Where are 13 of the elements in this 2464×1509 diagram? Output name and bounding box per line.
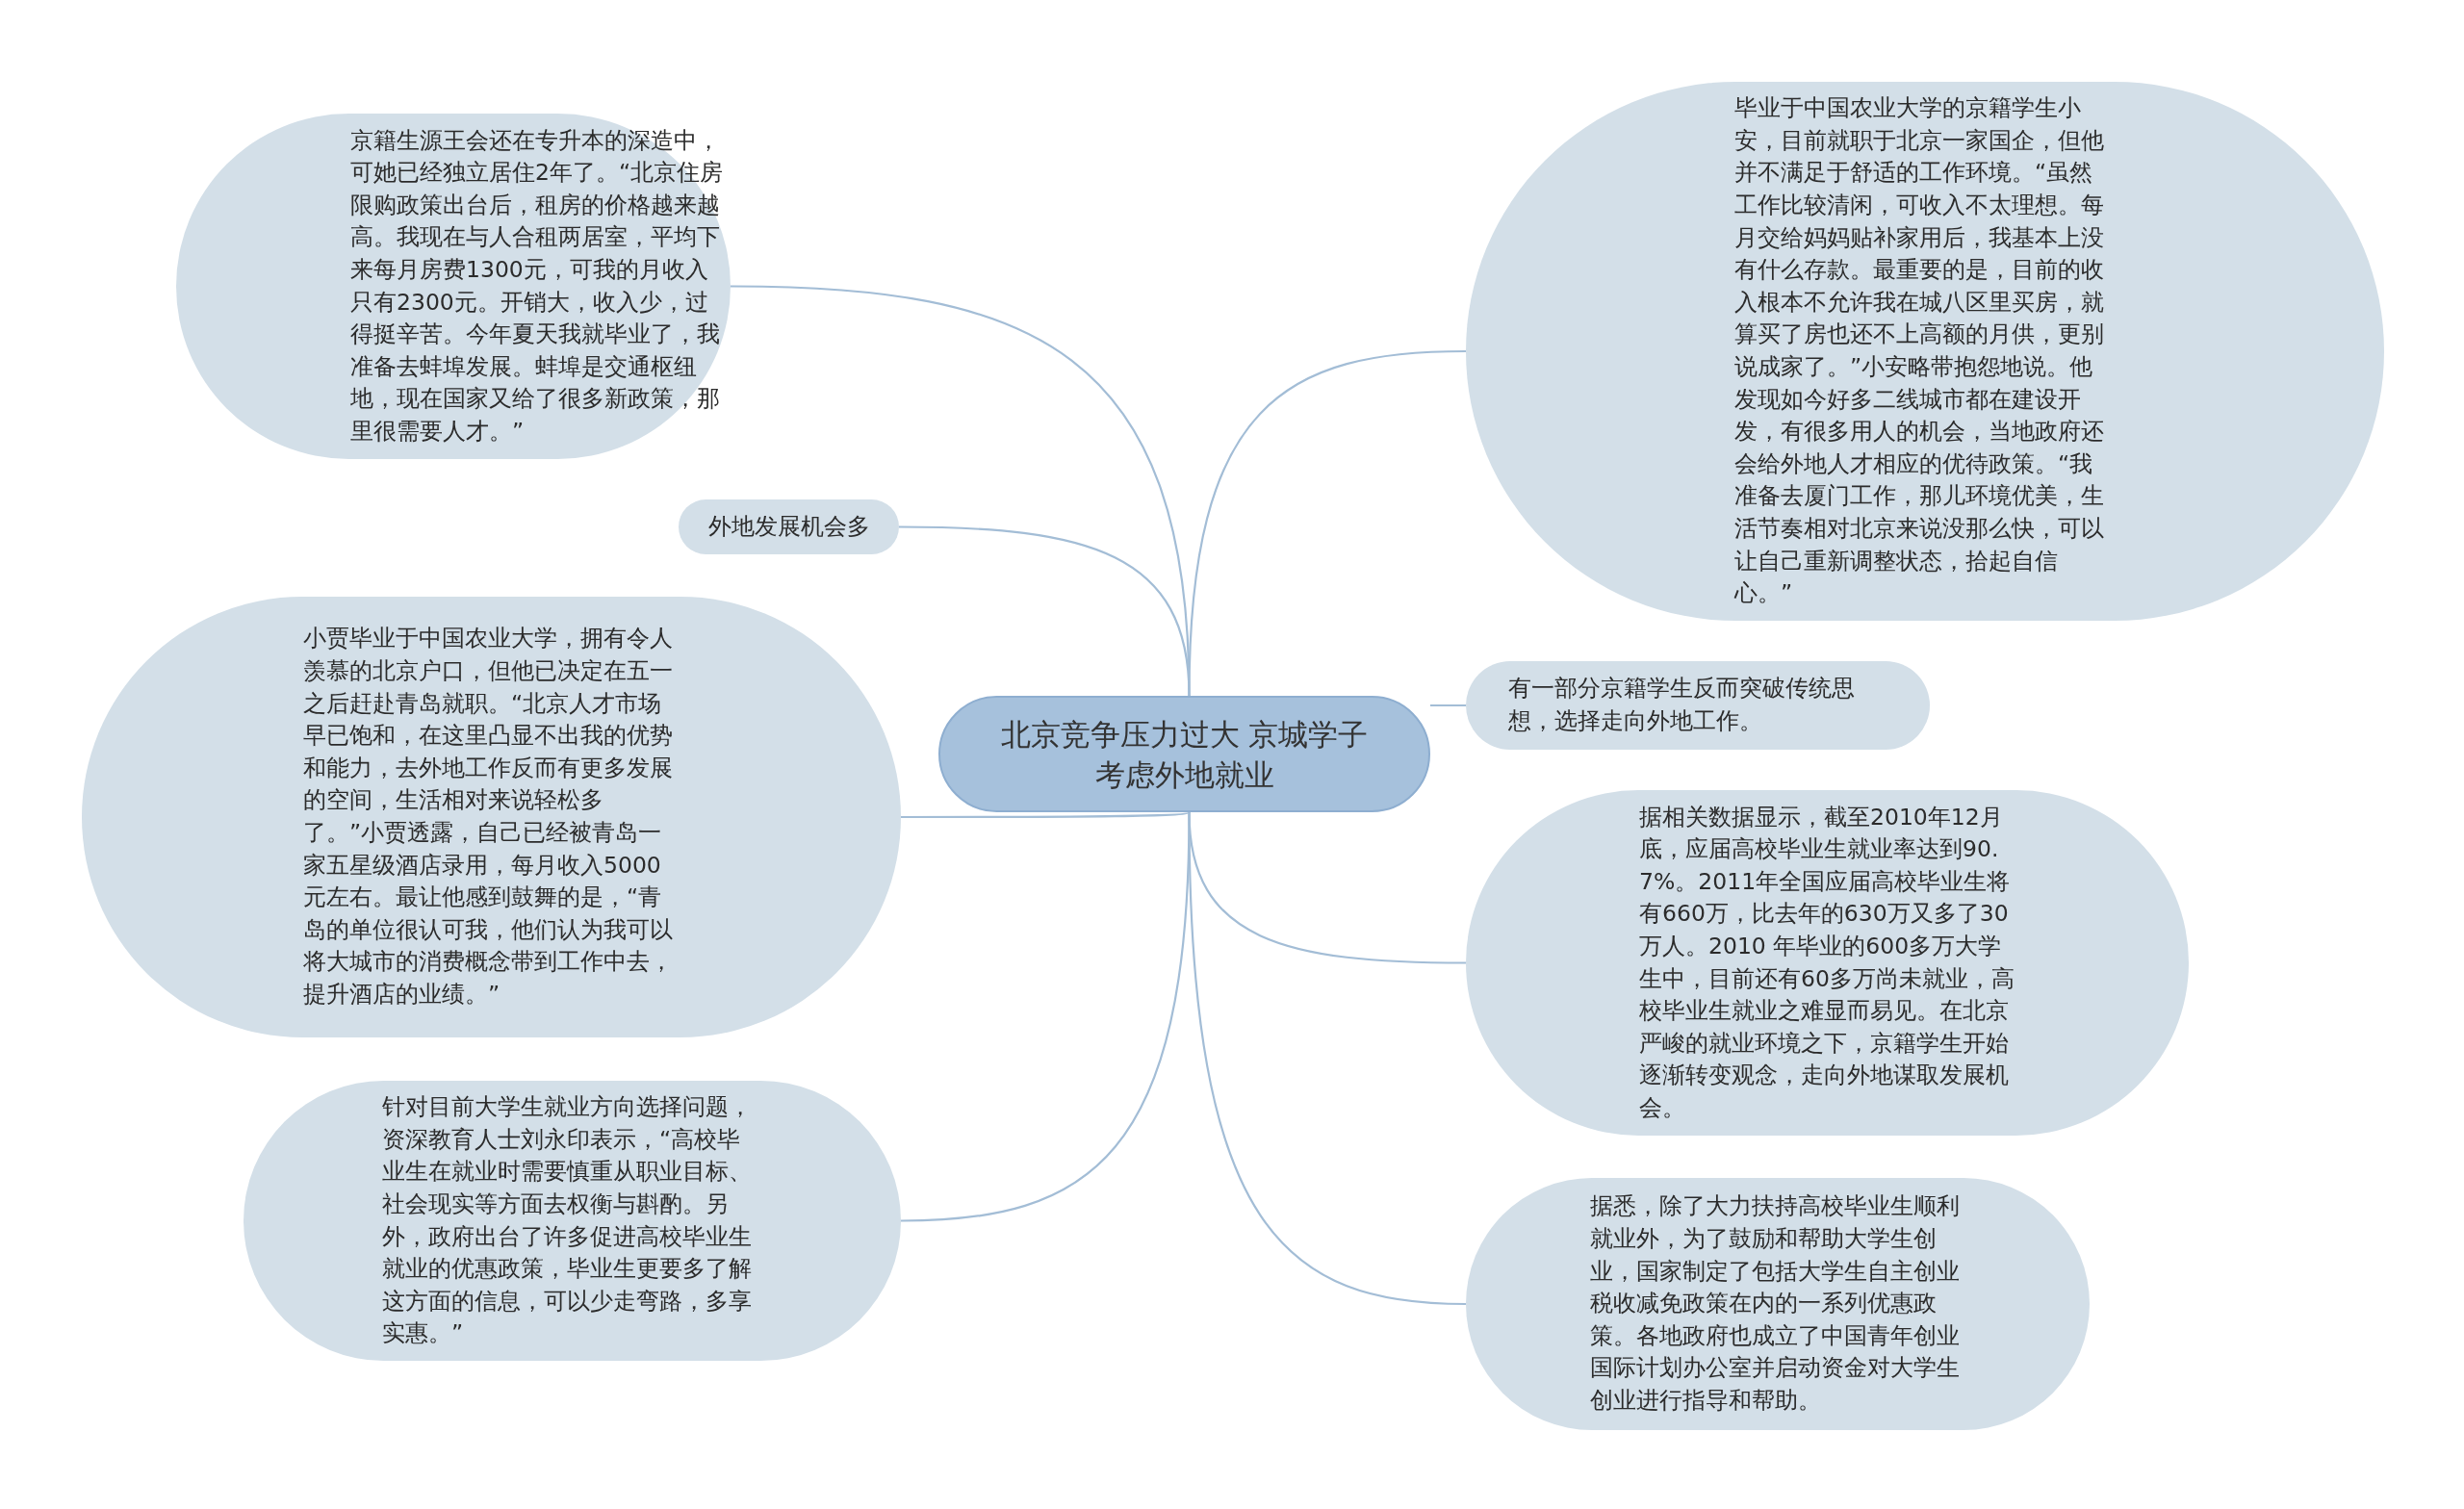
topic-bubble: 北京竞争压力过大 京城学子考虑外地就业 (938, 696, 1430, 812)
text-bubble: 毕业于中国农业大学的京籍学生小安，目前就职于北京一家国企，但他并不满足于舒适的工作环境。“虽然工作比较清闲，可收入不太理想。每月交给妈妈贴补家用后，我基本上没有什么存款。最重要的是，目前的收入根本不允许我在城八区里买房，就算买了房也还不上高额的月供，更别说成家了。”小安略带抱怨地说。他发现如今好多二线城市都在建设开发，有很多用人的机会，当地政府还会给外地人才相应的优待政策。“我准备去厦门工作，那儿环境优美，生活节奏相对北京来说没那么快，可以让自己重新调整状态，拾起自信心。” (1466, 82, 2384, 621)
connector-line (1188, 349, 1467, 697)
text-bubble: 有一部分京籍学生反而突破传统思想，选择走向外地工作。 (1466, 661, 1930, 750)
text-bubble: 京籍生源王会还在专升本的深造中，可她已经独立居住2年了。“北京住房限购政策出台后，租房的价格越来越高。我现在与人合租两居室，平均下来每月房费1300元，可我的月收入只有2300元。开销大，收入少，过得挺辛苦。今年夏天我就毕业了，我准备去蚌埠发展。蚌埠是交通枢纽地，现在国家又给了很多新政策，那里很需要人才。” (176, 114, 731, 459)
connector-line (1430, 703, 1466, 707)
connector-line (901, 810, 1190, 819)
text-bubble: 据相关数据显示，截至2010年12月底，应届高校毕业生就业率达到90.7%。2011年全国应届高校毕业生将有660万，比去年的630万又多了30万人。2010 年毕业的600多万大学生中，目前还有60多万尚未就业，高校毕业生就业之难显而易见。在北京严峻的就业环境之下，京籍学生开始逐渐转变观念，走向外地谋取发展机会。 (1466, 790, 2189, 1136)
connector-line (1188, 811, 1467, 1306)
text-bubble: 针对目前大学生就业方向选择问题，资深教育人士刘永印表示，“高校毕业生在就业时需要慎重从职业目标、社会现实等方面去权衡与斟酌。另外，政府出台了许多促进高校毕业生就业的优惠政策，毕业生更要多了解这方面的信息，可以少走弯路，多享实惠。” (244, 1081, 901, 1361)
text-bubble: 小贾毕业于中国农业大学，拥有令人羡慕的北京户口，但他已决定在五一之后赶赴青岛就职。“北京人才市场早已饱和，在这里凸显不出我的优势和能力，去外地工作反而有更多发展的空间，生活相对来说轻松多了。”小贾透露，自己已经被青岛一家五星级酒店录用，每月收入5000元左右。最让他感到鼓舞的是，“青岛的单位很认可我，他们认为我可以将大城市的消费概念带到工作中去，提升酒店的业绩。” (82, 597, 901, 1037)
text-bubble: 据悉，除了大力扶持高校毕业生顺利就业外，为了鼓励和帮助大学生创业，国家制定了包括大学生自主创业税收减免政策在内的一系列优惠政策。各地政府也成立了中国青年创业国际计划办公室并启动资金对大学生创业进行指导和帮助。 (1466, 1178, 2090, 1430)
text-bubble: 外地发展机会多 (679, 499, 899, 554)
